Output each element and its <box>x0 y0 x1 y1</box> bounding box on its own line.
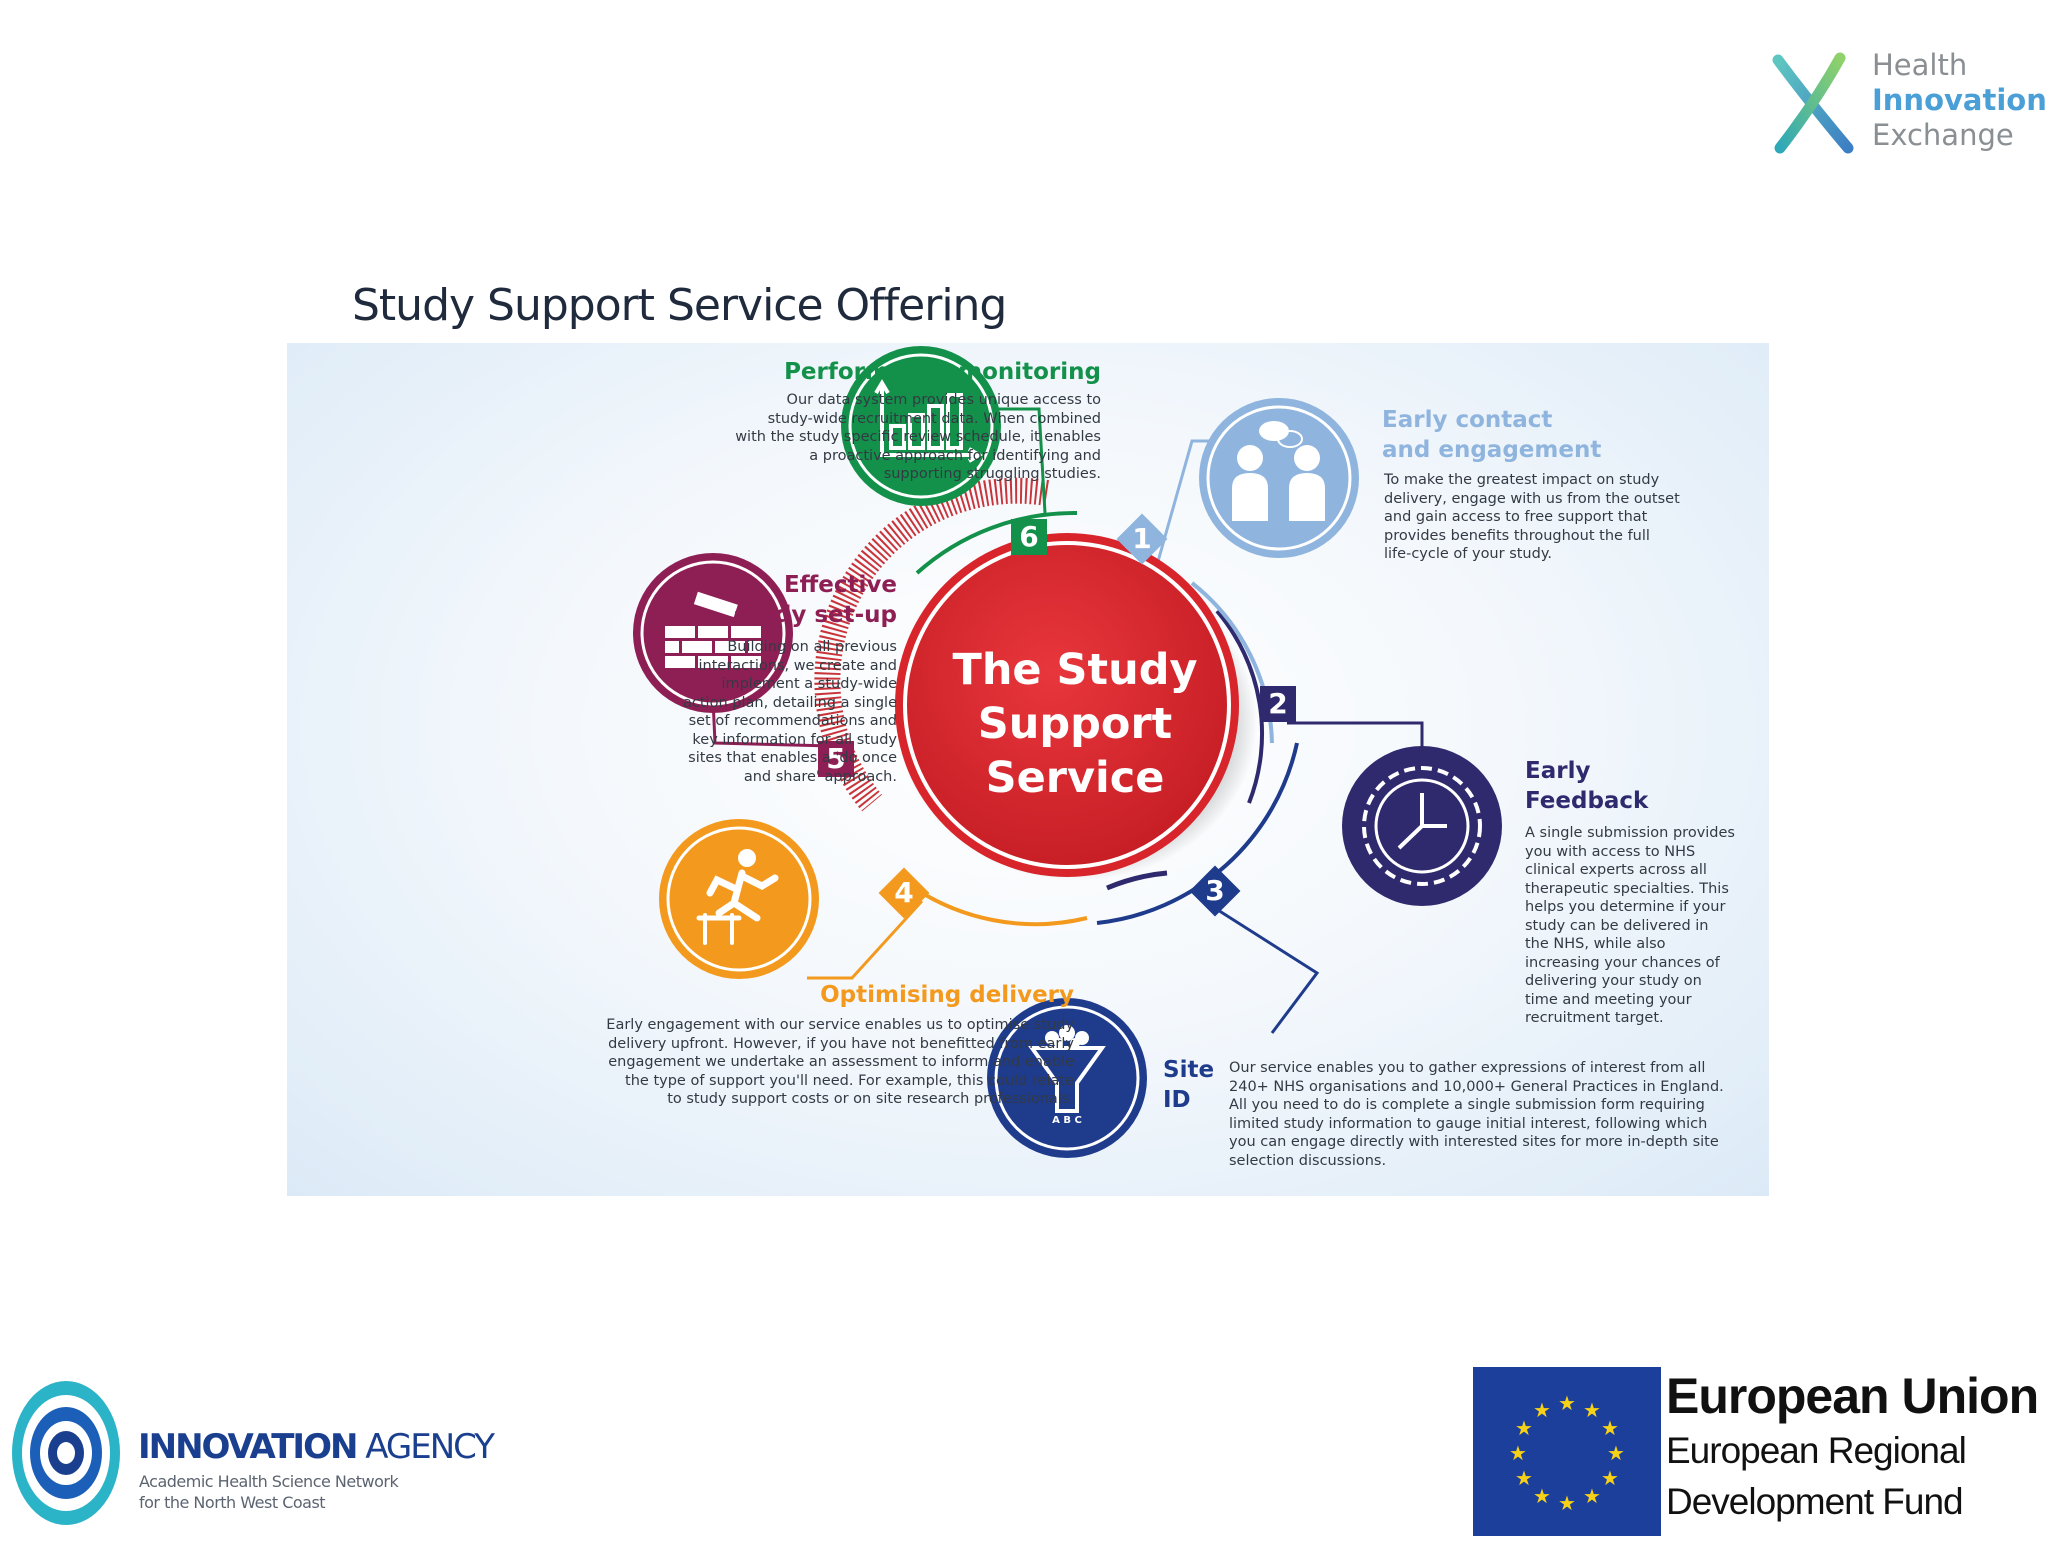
hurdle-runner-icon <box>696 849 779 945</box>
optimising-delivery-body: Early engagement with our service enable… <box>606 1017 1074 1107</box>
arc-navy-short <box>1106 870 1168 891</box>
performance-monitoring-title: Performance monitoring <box>784 359 1101 385</box>
svg-text:★: ★ <box>1533 1484 1551 1508</box>
eu-flag: ★★★ ★★★ ★★★ ★★★ <box>1473 1367 1661 1536</box>
innovation-agency-name-bold: INNOVATION <box>138 1427 358 1467</box>
optimising-delivery-circle <box>659 819 819 979</box>
svg-text:★: ★ <box>1607 1441 1625 1465</box>
innovation-agency-subtitle: Academic Health Science Network for the … <box>139 1472 399 1512</box>
eu-stars-icon: ★★★ ★★★ ★★★ ★★★ <box>1509 1391 1625 1515</box>
badge-4-bg <box>878 867 930 919</box>
badge-1-bg <box>1116 513 1168 565</box>
step-2-number: 2 <box>1268 687 1288 720</box>
badge-2-bg <box>1260 686 1296 722</box>
effective-study-setup-title: Effective study set-up <box>733 572 897 628</box>
early-contact-title: Early contact and engagement <box>1382 407 1602 463</box>
infographic-graphics <box>633 346 1502 1158</box>
step-4-number: 4 <box>894 876 914 909</box>
funnel-abc-label: A B C <box>1052 1115 1082 1126</box>
center-circle-inner <box>903 541 1231 869</box>
eu-fund-line1: European Regional <box>1666 1430 1967 1471</box>
optimising-delivery-title: Optimising delivery <box>820 982 1074 1008</box>
svg-text:★: ★ <box>1558 1491 1576 1515</box>
early-contact-body: To make the greatest impact on study del… <box>1384 472 1680 562</box>
funnel-icon <box>1028 1025 1106 1113</box>
early-feedback-body: A single submission provides you with ac… <box>1525 825 1735 1026</box>
logo-exchange-text: Exchange <box>1872 118 2014 152</box>
early-feedback-title: Early Feedback <box>1525 758 1649 814</box>
connector-6 <box>987 407 1047 514</box>
svg-text:★: ★ <box>1515 1466 1533 1490</box>
page-title: Study Support Service Offering <box>352 280 1007 331</box>
target-rings-icon <box>12 1381 120 1525</box>
svg-text:★: ★ <box>1515 1416 1533 1440</box>
arc-blue <box>1096 742 1299 925</box>
people-chat-icon <box>1232 421 1325 521</box>
svg-text:★: ★ <box>1583 1398 1601 1422</box>
performance-monitoring-body: Our data system provides unique access t… <box>735 392 1101 482</box>
bar-chart-icon <box>874 379 983 463</box>
svg-text:★: ★ <box>1533 1398 1551 1422</box>
arc-orange <box>905 881 1088 927</box>
x-mark-logo-icon <box>1772 52 1854 154</box>
step-6-number: 6 <box>1019 520 1039 553</box>
site-id-body: Our service enables you to gather expres… <box>1229 1060 1724 1169</box>
eu-fund-line2: Development Fund <box>1666 1481 1964 1522</box>
arc-navy <box>1215 609 1265 804</box>
innovation-agency-logo: INNOVATION AGENCY Academic Health Scienc… <box>8 1375 495 1535</box>
health-innovation-exchange-logo: Health Innovation Exchange <box>1770 48 2047 158</box>
infographic-panel: The Study Support Service 6 5 4 1 2 3 A … <box>287 343 1769 1196</box>
effective-study-setup-body: Building on all previous interactions, w… <box>683 639 897 785</box>
svg-text:★: ★ <box>1583 1484 1601 1508</box>
connector-4 <box>807 899 924 980</box>
connector-3 <box>1198 896 1320 1034</box>
innovation-agency-name: INNOVATION AGENCY <box>138 1427 495 1467</box>
logo-innovation-text: Innovation <box>1872 83 2047 117</box>
eu-text-block: European Union European Regional Develop… <box>1666 1367 2039 1527</box>
step-5-number: 5 <box>826 742 846 775</box>
badge-6-bg <box>1011 519 1047 555</box>
site-id-circle <box>987 998 1147 1158</box>
step-3-number: 3 <box>1205 874 1225 907</box>
svg-text:★: ★ <box>1558 1391 1576 1415</box>
svg-text:★: ★ <box>1601 1466 1619 1490</box>
innovation-agency-name-light: AGENCY <box>356 1427 495 1467</box>
arc-green <box>915 510 1078 575</box>
site-id-title: Site ID <box>1163 1057 1215 1113</box>
badge-5-bg <box>818 741 854 777</box>
step-1-number: 1 <box>1132 522 1152 555</box>
badge-3-bg <box>1189 865 1241 917</box>
svg-text:★: ★ <box>1509 1441 1527 1465</box>
brick-wall-icon <box>665 591 761 668</box>
logo-health-text: Health <box>1872 48 1968 82</box>
eu-title: European Union <box>1666 1368 2039 1424</box>
svg-text:★: ★ <box>1601 1416 1619 1440</box>
center-title: The Study Support Service <box>952 645 1198 803</box>
clock-gear-icon <box>1362 766 1482 886</box>
